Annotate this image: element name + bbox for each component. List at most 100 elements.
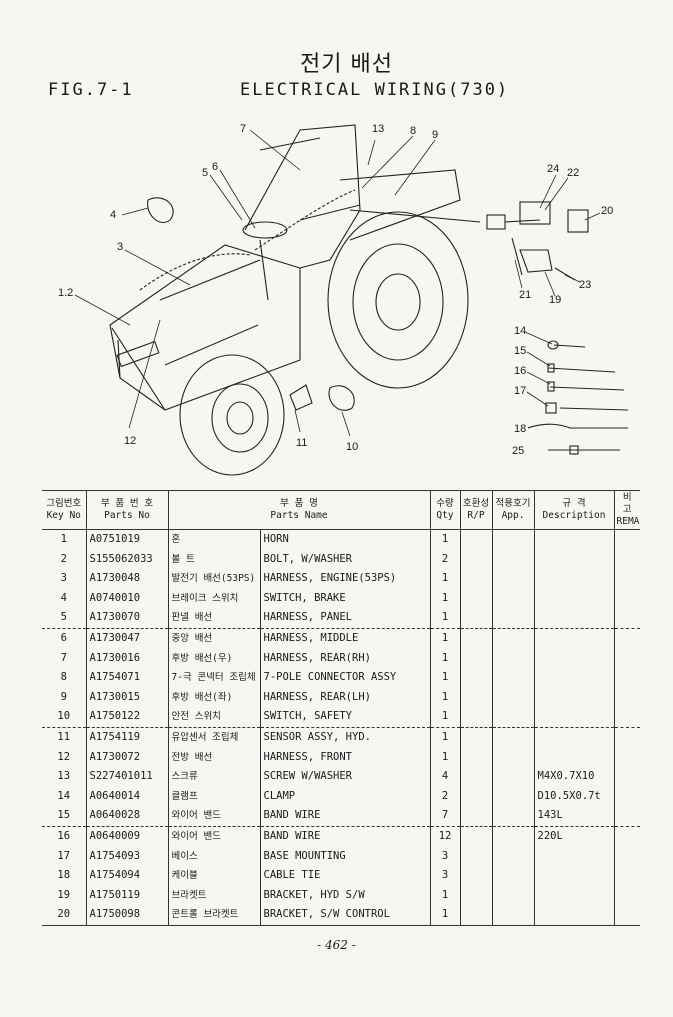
cell-key-no: 15 [42, 806, 86, 827]
cell-remark [613, 529, 641, 550]
callout-22: 22 [567, 167, 579, 179]
callout-23: 23 [579, 279, 591, 291]
cell-part-no: A1730015 [85, 687, 168, 708]
cell-part-no: A1754094 [85, 866, 168, 886]
cell-qty: 1 [429, 608, 461, 629]
cell-name-korean: 판넬 배선 [167, 608, 260, 629]
cell-app [491, 687, 535, 708]
callout-9: 9 [432, 129, 438, 141]
callout-25: 25 [512, 445, 524, 457]
cell-remark [613, 707, 641, 728]
cell-key-no: 7 [60, 651, 67, 664]
cell-name-korean: 후방 배선(우) [167, 648, 260, 669]
cell-qty: 1 [429, 628, 461, 649]
cell-remark [613, 569, 641, 589]
cell-part-no: A1730048 [85, 569, 168, 589]
wiring-diagram: 7 13 8 9 5 6 4 3 24 22 20 1.2 21 19 23 1… [58, 123, 629, 476]
cell-qty: 1 [429, 648, 461, 669]
cell-description [533, 687, 615, 708]
cell-description [533, 885, 615, 906]
cell-qty: 3 [429, 846, 461, 867]
callout-6: 6 [212, 161, 218, 173]
cell-rp [459, 668, 493, 688]
cell-part-no: A1730047 [85, 628, 168, 649]
cell-qty: 1 [429, 668, 461, 688]
callout-1-2: 1.2 [58, 287, 73, 299]
cell-name-english: BAND WIRE [259, 806, 431, 827]
cell-key-no: 19 [57, 888, 71, 901]
cell-remark [613, 648, 641, 669]
cell-description [533, 648, 615, 669]
cell-remark [613, 885, 641, 906]
cell-app [491, 549, 535, 570]
cell-rp [459, 687, 493, 708]
cell-name-english: BRACKET, S/W CONTROL [259, 905, 431, 926]
cell-name-english: HARNESS, REAR(RH) [259, 648, 431, 669]
cell-description: D10.5X0.7t [533, 786, 615, 807]
cell-key-no: 10 [42, 707, 86, 728]
cell-key-no: 3 [60, 572, 67, 585]
cell-remark [613, 747, 641, 768]
cell-name-korean: 베이스 [167, 846, 260, 867]
cell-part-no: A0640028 [85, 806, 168, 827]
callout-labels [74, 129, 601, 437]
cell-part-no: A1750122 [85, 707, 168, 728]
cell-description [533, 905, 615, 926]
cell-key-no: 20 [42, 905, 86, 926]
cell-part-no: A1730072 [85, 747, 168, 768]
cell-part-no: A1754093 [85, 846, 168, 867]
cell-qty: 1 [429, 885, 461, 906]
cell-description [533, 529, 615, 550]
cell-key-no: 16 [57, 829, 71, 842]
cell-qty: 1 [429, 707, 461, 728]
cell-key-no: 11 [57, 730, 71, 743]
cell-remark [613, 628, 641, 649]
cell-key-no: 18 [57, 869, 71, 882]
cell-app [491, 668, 535, 688]
tractor-illustration [109, 124, 629, 476]
cell-remark [613, 608, 641, 629]
figure-number: FIG.7-1 [48, 80, 134, 100]
callout-14: 14 [514, 325, 526, 337]
cell-description [533, 727, 615, 748]
cell-name-korean: 브레이크 스위치 [167, 588, 260, 609]
cell-description [533, 866, 615, 886]
cell-rp [459, 806, 493, 827]
callout-15: 15 [514, 345, 526, 357]
cell-name-english: 7-POLE CONNECTOR ASSY [259, 668, 431, 688]
cell-remark [613, 687, 641, 708]
callout-19: 19 [549, 294, 561, 306]
cell-name-english: CABLE TIE [259, 866, 431, 886]
callout-18: 18 [514, 423, 526, 435]
cell-name-korean: 발전기 배선(53PS) [167, 569, 260, 589]
cell-name-english: BAND WIRE [259, 826, 431, 847]
cell-remark [613, 826, 641, 847]
cell-remark [613, 806, 641, 827]
callout-10: 10 [346, 441, 358, 453]
cell-rp [459, 905, 493, 926]
cell-qty: 1 [429, 569, 461, 589]
callout-24: 24 [547, 163, 559, 175]
callout-3: 3 [117, 241, 123, 253]
cell-qty: 2 [429, 549, 461, 570]
cell-app [491, 529, 535, 550]
cell-app [491, 608, 535, 629]
cell-qty: 1 [429, 727, 461, 748]
callout-11: 11 [296, 437, 307, 449]
cell-description [533, 588, 615, 609]
cell-rp [459, 846, 493, 867]
cell-rp [459, 529, 493, 550]
cell-key-no: 14 [57, 789, 71, 802]
